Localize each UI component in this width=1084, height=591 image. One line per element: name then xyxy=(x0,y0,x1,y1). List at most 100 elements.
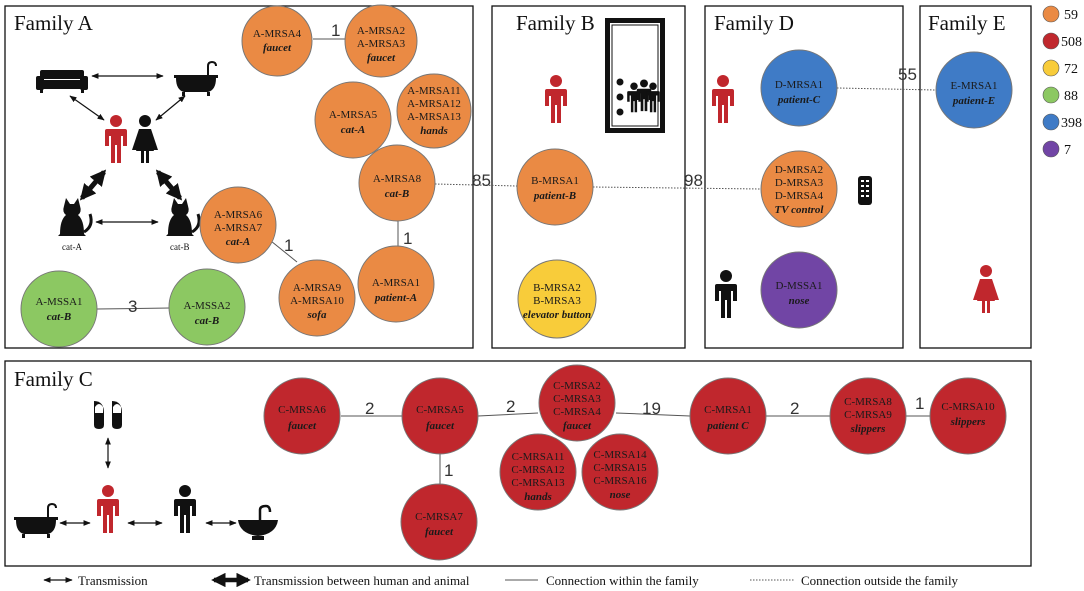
family-a-title: Family A xyxy=(14,11,94,35)
family-c-box xyxy=(4,360,1032,567)
node-d-mrsa1: D-MRSA1 patient-C xyxy=(760,49,838,127)
edge-label-c5-c7: 1 xyxy=(444,461,453,480)
st-legend-label-508: 508 xyxy=(1061,35,1082,50)
svg-text:faucet: faucet xyxy=(426,420,455,432)
edge-label-b1-d: 98 xyxy=(684,171,703,190)
svg-text:patient-B: patient-B xyxy=(533,190,576,202)
st-legend-dot-72 xyxy=(1042,59,1060,77)
woman-icon xyxy=(132,115,158,163)
svg-text:C-MRSA10: C-MRSA10 xyxy=(941,401,995,413)
edge-label-d1-e1: 55 xyxy=(898,65,917,84)
bottom-legend: Transmission Transmission between human … xyxy=(43,572,959,588)
family-d-box xyxy=(704,5,904,349)
svg-text:D-MRSA3: D-MRSA3 xyxy=(775,177,824,189)
svg-text:A-MSSA1: A-MSSA1 xyxy=(35,296,82,308)
svg-text:D-MRSA4: D-MRSA4 xyxy=(775,190,824,202)
svg-text:C-MRSA1: C-MRSA1 xyxy=(704,404,752,416)
node-a-mrsa5: A-MRSA5 cat-A xyxy=(314,81,392,159)
family-c-bathtub-icon xyxy=(13,503,59,539)
cat-a-icon xyxy=(56,196,93,238)
human-cat-b-arrow xyxy=(155,169,183,201)
svg-text:A-MRSA9: A-MRSA9 xyxy=(293,282,342,294)
node-a-mrsa2-3: A-MRSA2 A-MRSA3 faucet xyxy=(344,4,418,78)
sofa-people-arrow xyxy=(69,95,105,121)
svg-text:nose: nose xyxy=(610,489,631,501)
svg-text:A-MRSA11: A-MRSA11 xyxy=(407,85,460,97)
family-c-title: Family C xyxy=(14,367,93,391)
svg-text:cat-B: cat-B xyxy=(47,311,71,323)
node-c-mrsa11-13: C-MRSA11 C-MRSA12 C-MRSA13 hands xyxy=(499,433,577,511)
node-a-mrsa8: A-MRSA8 cat-B xyxy=(358,144,436,222)
svg-text:D-MRSA1: D-MRSA1 xyxy=(775,79,823,91)
edge-label-c5-c2: 2 xyxy=(506,397,515,416)
svg-text:C-MRSA15: C-MRSA15 xyxy=(593,462,647,474)
node-c-mrsa6: C-MRSA6 faucet xyxy=(263,377,341,455)
node-b-mrsa1: B-MRSA1 patient-B xyxy=(516,148,594,226)
st-legend-label-88: 88 xyxy=(1064,89,1078,104)
svg-text:hands: hands xyxy=(420,125,448,137)
edge-label-c1-c8: 2 xyxy=(790,399,799,418)
svg-text:C-MRSA5: C-MRSA5 xyxy=(416,404,464,416)
svg-text:cat-B: cat-B xyxy=(385,188,409,200)
svg-text:C-MRSA8: C-MRSA8 xyxy=(844,396,892,408)
svg-text:TV control: TV control xyxy=(774,204,824,216)
node-b-mrsa2-3: B-MRSA2 B-MRSA3 elevator button xyxy=(517,259,597,339)
edge-label-a6-a9: 1 xyxy=(284,236,293,255)
svg-text:patient-C: patient-C xyxy=(777,94,821,106)
svg-text:A-MRSA1: A-MRSA1 xyxy=(372,277,420,289)
legend-human-animal-label: Transmission between human and animal xyxy=(254,573,470,588)
svg-text:C-MRSA4: C-MRSA4 xyxy=(553,406,601,418)
svg-text:faucet: faucet xyxy=(288,420,317,432)
svg-text:patient C: patient C xyxy=(706,420,749,432)
svg-text:A-MRSA7: A-MRSA7 xyxy=(214,222,263,234)
st-legend-dot-59 xyxy=(1042,5,1060,23)
edge-c5-c2 xyxy=(477,412,539,417)
svg-text:A-MRSA6: A-MRSA6 xyxy=(214,209,263,221)
node-a-mrsa11-13: A-MRSA11 A-MRSA12 A-MRSA13 hands xyxy=(396,73,472,149)
svg-text:elevator button: elevator button xyxy=(523,309,591,321)
st-legend-dot-508 xyxy=(1042,32,1060,50)
edge-mssa xyxy=(96,307,171,310)
st-legend-label-72: 72 xyxy=(1064,62,1078,77)
bathtub-people-arrow xyxy=(155,95,186,121)
edge-b1-d xyxy=(592,186,762,190)
svg-text:cat-A: cat-A xyxy=(341,124,365,136)
family-a-box xyxy=(4,5,474,349)
edge-label-a8-a1: 1 xyxy=(403,229,412,248)
patient-icon xyxy=(105,115,127,163)
tv-remote-icon xyxy=(858,176,872,205)
svg-text:C-MRSA11: C-MRSA11 xyxy=(512,451,565,463)
svg-text:C-MRSA12: C-MRSA12 xyxy=(511,464,564,476)
svg-text:B-MRSA3: B-MRSA3 xyxy=(533,295,581,307)
node-a-mssa1: A-MSSA1 cat-B xyxy=(20,270,98,348)
svg-text:cat-B: cat-B xyxy=(195,315,219,327)
edge-label-c2-c1: 19 xyxy=(642,399,661,418)
edge-label-c6-c5: 2 xyxy=(365,399,374,418)
svg-text:A-MRSA8: A-MRSA8 xyxy=(373,173,422,185)
svg-text:D-MRSA2: D-MRSA2 xyxy=(775,164,823,176)
node-a-mssa2: A-MSSA2 cat-B xyxy=(168,268,246,346)
edge-label-a4-a2: 1 xyxy=(331,21,340,40)
node-a-mrsa9-10: A-MRSA9 A-MRSA10 sofa xyxy=(278,259,356,337)
svg-text:C-MRSA2: C-MRSA2 xyxy=(553,380,601,392)
svg-text:A-MRSA12: A-MRSA12 xyxy=(407,98,461,110)
bathtub-icon xyxy=(173,61,219,97)
family-e-title: Family E xyxy=(928,11,1006,35)
svg-text:C-MRSA9: C-MRSA9 xyxy=(844,409,892,421)
node-a-mrsa6-7: A-MRSA6 A-MRSA7 cat-A xyxy=(199,186,277,264)
svg-text:A-MRSA4: A-MRSA4 xyxy=(253,28,302,40)
svg-text:C-MRSA16: C-MRSA16 xyxy=(593,475,647,487)
svg-text:faucet: faucet xyxy=(425,526,454,538)
legend-outside-label: Connection outside the family xyxy=(801,573,959,588)
node-e-mrsa1: E-MRSA1 patient-E xyxy=(935,51,1013,129)
node-c-mrsa8-9: C-MRSA8 C-MRSA9 slippers xyxy=(829,377,907,455)
svg-text:slippers: slippers xyxy=(950,416,986,428)
family-e-woman-icon xyxy=(973,265,999,313)
svg-text:hands: hands xyxy=(524,491,552,503)
st-legend: 59 508 72 88 398 7 xyxy=(1042,5,1082,158)
svg-text:C-MRSA7: C-MRSA7 xyxy=(415,511,463,523)
node-a-mrsa4: A-MRSA4 faucet xyxy=(241,5,313,77)
family-b-box xyxy=(491,5,686,349)
node-c-mrsa1: C-MRSA1 patient C xyxy=(689,377,767,455)
